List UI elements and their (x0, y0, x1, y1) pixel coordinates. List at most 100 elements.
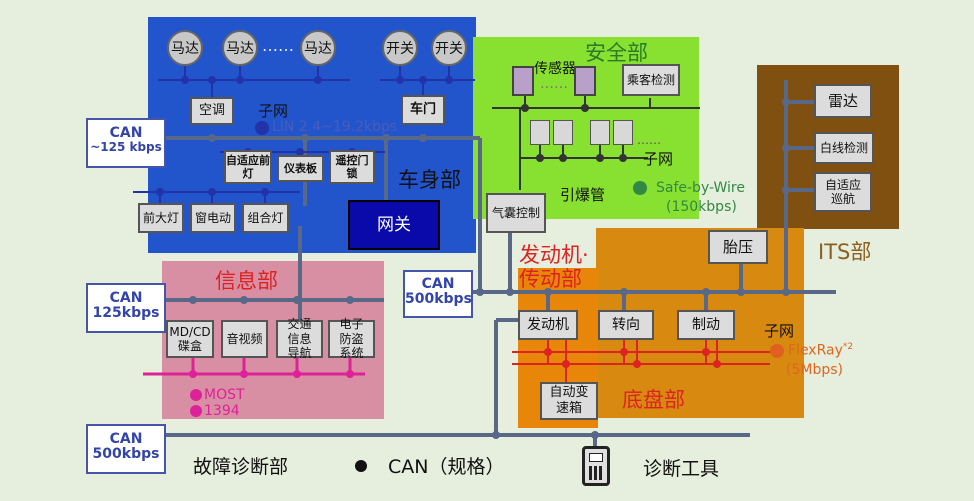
flexray-name: FlexRay (788, 342, 843, 359)
junction-dot (419, 76, 427, 84)
chassis-subnet-label: 子网 (764, 322, 795, 340)
junction-dot (301, 134, 309, 142)
navigation-node[interactable]: 交通信息导航 (276, 317, 323, 360)
can-body-label: CAN ~125 kbps (86, 118, 166, 168)
adaptive-headlight-node[interactable]: 自适应前灯 (224, 150, 272, 184)
junction-dot (240, 370, 248, 378)
body-subnet-label: 子网 (258, 102, 289, 120)
junction-dot (782, 98, 790, 106)
can-body-rate: ~125 kbps (90, 140, 162, 155)
junction-dot (782, 288, 790, 296)
brake-node[interactable]: 制动 (677, 310, 735, 340)
flexray-label: FlexRay*2 (788, 342, 853, 359)
junction-dot (620, 348, 628, 356)
can-diag-name: CAN (109, 431, 143, 447)
can-diag-rate: 500kbps (92, 446, 160, 463)
junction-dot (346, 370, 354, 378)
safe-by-wire-label: Safe-by-Wire (656, 180, 745, 196)
junction-dot (596, 154, 604, 162)
diag-dept-label: 故障诊断部 (193, 456, 289, 478)
junction-dot (619, 154, 627, 162)
sensor-node[interactable] (512, 66, 534, 96)
junction-dot (506, 288, 514, 296)
diag-tool-label: 诊断工具 (643, 458, 720, 480)
av-node[interactable]: 音视频 (221, 320, 268, 358)
anti-theft-node[interactable]: 电子防盗系统 (328, 317, 375, 360)
junction-dot (521, 104, 529, 112)
acc-node[interactable]: 自适应巡航 (814, 172, 872, 212)
junction-dot (782, 144, 790, 152)
sensor-node[interactable] (574, 66, 596, 96)
detonator-icon (613, 120, 633, 145)
junction-dot (544, 288, 552, 296)
motor-node[interactable]: 马达 (167, 30, 203, 66)
most-legend-dot (190, 389, 202, 401)
junction-dot (208, 134, 216, 142)
junction-dot (633, 360, 641, 368)
junction-dot (445, 76, 453, 84)
ieee1394-label: 1394 (204, 403, 240, 419)
can-diag-label: CAN 500kbps (86, 424, 166, 474)
motor-node[interactable]: 马达 (300, 30, 336, 66)
mdcd-node[interactable]: MD/CD碟盒 (166, 320, 214, 358)
transmission-node[interactable]: 自动变速箱 (540, 382, 598, 420)
safe-by-wire-legend-dot (633, 181, 647, 195)
junction-dot (544, 348, 552, 356)
lane-detect-node[interactable]: 白线检测 (814, 132, 874, 164)
junction-dot (261, 188, 269, 196)
info-title: 信息部 (215, 269, 278, 293)
motor-node[interactable]: 马达 (222, 30, 258, 66)
can-info-name: CAN (109, 290, 143, 306)
combo-light-node[interactable]: 组合灯 (242, 203, 289, 233)
can-info-rate: 125kbps (92, 305, 160, 322)
detonator-icon (590, 120, 610, 145)
flexray-rate: (5Mbps) (786, 362, 843, 378)
steering-node[interactable]: 转向 (598, 310, 654, 340)
aircon-node[interactable]: 空调 (190, 97, 234, 125)
lin-legend-dot (255, 121, 269, 135)
ieee1394-legend-dot (190, 405, 202, 417)
junction-dot (156, 188, 164, 196)
gateway-node[interactable]: 网关 (348, 200, 440, 250)
junction-dot (562, 360, 570, 368)
junction-dot (296, 148, 304, 156)
junction-dot (620, 288, 628, 296)
power-window-node[interactable]: 窗电动 (190, 203, 236, 233)
radar-node[interactable]: 雷达 (814, 84, 872, 118)
remote-lock-node[interactable]: 遥控门锁 (329, 150, 375, 184)
motors-ellipsis: …… (262, 36, 294, 55)
can-mid-label: CAN 500kbps (403, 270, 473, 318)
sensor-label: 传感器 (534, 61, 576, 77)
detonator-ellipsis: …… (637, 133, 661, 147)
tire-pressure-node[interactable]: 胎压 (708, 230, 768, 264)
detonator-icon (553, 120, 573, 145)
flexray-legend-dot (770, 344, 784, 358)
powertrain-title: 发动机·传动部 (519, 243, 589, 292)
junction-dot (189, 296, 197, 304)
junction-dot (737, 288, 745, 296)
passenger-detect-node[interactable]: 乘客检测 (622, 64, 680, 96)
diag-tool-keypad (589, 466, 603, 480)
diag-tool-screen (589, 453, 603, 462)
switch-node[interactable]: 开关 (382, 30, 418, 66)
junction-dot (293, 296, 301, 304)
headlight-node[interactable]: 前大灯 (138, 203, 184, 233)
engine-node[interactable]: 发动机 (518, 310, 578, 340)
junction-dot (702, 288, 710, 296)
junction-dot (591, 431, 599, 439)
junction-dot (536, 154, 544, 162)
dashboard-node[interactable]: 仪表板 (277, 155, 324, 182)
safety-subnet-label: 子网 (643, 150, 674, 168)
door-node[interactable]: 车门 (401, 95, 445, 125)
detonator-icon (530, 120, 550, 145)
airbag-control-node[interactable]: 气囊控制 (486, 193, 546, 233)
junction-dot (189, 370, 197, 378)
junction-dot (293, 370, 301, 378)
junction-dot (559, 154, 567, 162)
junction-dot (208, 76, 216, 84)
detonator-label: 引爆管 (560, 186, 606, 204)
most-label: MOST (204, 387, 245, 403)
safety-title: 安全部 (585, 41, 648, 65)
switch-node[interactable]: 开关 (431, 30, 467, 66)
junction-dot (236, 76, 244, 84)
